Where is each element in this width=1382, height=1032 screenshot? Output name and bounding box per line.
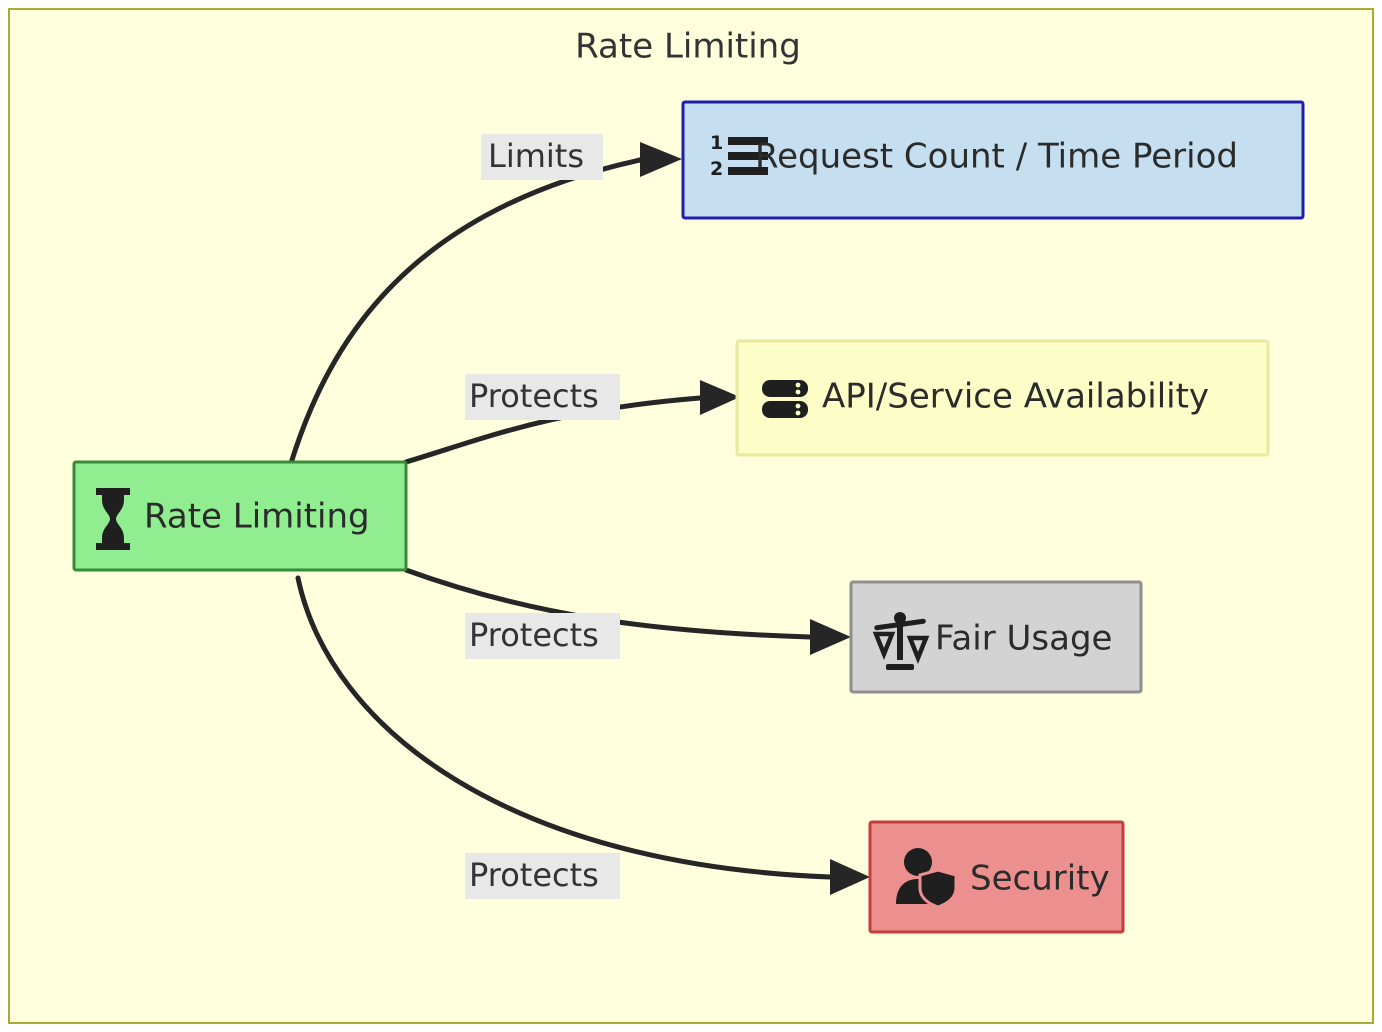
- edge-limits-path: [289, 157, 643, 463]
- edge-limits[interactable]: [289, 142, 682, 463]
- edge-label-protects-fairusage: Protects: [465, 613, 620, 659]
- diagram-svg: Rate Limiting: [72, 27, 1305, 934]
- edge-label-protects-api-text: Protects: [469, 377, 599, 415]
- ordered-list-icon: 1 2: [710, 132, 768, 180]
- node-request-count-label: Request Count / Time Period: [755, 137, 1238, 177]
- node-rate-limiting-box[interactable]: [72, 460, 408, 572]
- node-security[interactable]: Security: [868, 820, 1125, 934]
- edge-label-protects-fairusage-bg: [465, 613, 620, 659]
- edge-label-protects-security: Protects: [465, 853, 620, 899]
- edge-label-limits-bg: [481, 134, 603, 180]
- node-request-count-box[interactable]: [681, 100, 1305, 220]
- edge-label-limits-text: Limits: [488, 137, 584, 175]
- edge-label-protects-api-bg: [465, 374, 620, 420]
- edge-protects-api-arrowhead: [700, 380, 740, 415]
- svg-text:2: 2: [710, 158, 723, 180]
- node-security-label: Security: [970, 859, 1110, 899]
- svg-text:1: 1: [710, 132, 723, 154]
- hourglass-icon: [96, 488, 130, 550]
- node-request-count[interactable]: 1 2 Request Count / Time Period: [681, 100, 1305, 220]
- user-shield-icon: [896, 848, 958, 909]
- node-fair-usage-box[interactable]: [849, 580, 1143, 694]
- diagram-title: Rate Limiting: [575, 27, 801, 67]
- edge-protects-security-arrowhead: [830, 859, 870, 895]
- edge-labels-layer: Limits Protects Protects Protects: [465, 134, 620, 899]
- edge-label-limits: Limits: [481, 134, 603, 180]
- node-api-availability-label: API/Service Availability: [822, 377, 1209, 417]
- diagram-canvas: Rate Limiting: [8, 8, 1374, 1024]
- edge-limits-arrowhead: [640, 142, 682, 177]
- node-rate-limiting[interactable]: Rate Limiting: [72, 460, 408, 572]
- node-api-availability[interactable]: API/Service Availability: [735, 339, 1270, 457]
- node-api-availability-box[interactable]: [735, 339, 1270, 457]
- edge-protects-security[interactable]: [295, 575, 870, 895]
- edge-label-protects-api: Protects: [465, 374, 620, 420]
- edge-label-protects-fairusage-text: Protects: [469, 616, 599, 654]
- edge-protects-api[interactable]: [403, 380, 740, 465]
- edge-protects-fairusage-arrowhead: [810, 619, 851, 655]
- edge-label-protects-security-text: Protects: [469, 856, 599, 894]
- server-rack-icon: [762, 380, 808, 418]
- edge-label-protects-security-bg: [465, 853, 620, 899]
- edge-protects-security-path: [295, 575, 833, 880]
- node-fair-usage-label: Fair Usage: [935, 619, 1112, 659]
- node-fair-usage[interactable]: Fair Usage: [849, 580, 1143, 694]
- balance-scale-icon: [872, 612, 930, 670]
- edge-protects-api-path: [403, 395, 703, 465]
- node-rate-limiting-label: Rate Limiting: [144, 497, 370, 537]
